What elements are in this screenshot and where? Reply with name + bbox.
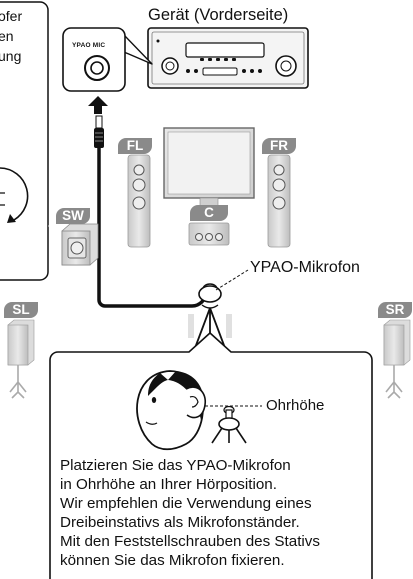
instruction-line-2: in Ohrhöhe an Ihrer Hörposition. [60, 476, 277, 493]
speaker-surround-right [383, 319, 411, 399]
cut-off-text-line-3: ung [0, 48, 22, 64]
microphone-label: YPAO-Mikrofon [250, 259, 360, 276]
badge-front-right: FR [262, 138, 296, 154]
instruction-line-4: Dreibeinstativs als Mikrofonständer. [60, 514, 300, 531]
instruction-line-1: Platzieren Sie das YPAO-Mikrofon [60, 457, 291, 474]
instruction-line-3: Wir empfehlen die Verwendung eines [60, 495, 312, 512]
badge-subwoofer: SW [56, 208, 90, 224]
speaker-front-left [127, 154, 151, 248]
speaker-front-right [267, 154, 291, 248]
speaker-center [188, 222, 230, 246]
cut-off-instruction-box [0, 1, 49, 281]
speaker-subwoofer [61, 223, 99, 266]
badge-surround-right: SR [378, 302, 412, 318]
instruction-line-6: können Sie das Mikrofon fixieren. [60, 552, 285, 569]
rotation-arrow-icon [0, 167, 29, 223]
television [163, 127, 255, 207]
instruction-line-5: Mit den Feststellschrauben des Stativs [60, 533, 320, 550]
ear-height-microphone-icon [211, 405, 247, 444]
badge-center: C [190, 205, 228, 221]
badge-surround-left: SL [4, 302, 38, 318]
port-callout-pointer [123, 34, 153, 65]
cut-off-text-line-1: ofer [0, 8, 23, 24]
instruction-box [48, 333, 373, 579]
microphone-leader-line [215, 269, 249, 291]
ear-height-label: Ohrhöhe [266, 397, 325, 414]
mic-plug [94, 115, 104, 148]
mic-port-callout [62, 27, 126, 92]
cut-off-text-line-2: en [0, 28, 14, 44]
mic-port-label: YPAO MIC [72, 42, 106, 49]
insert-arrow-icon [88, 96, 108, 114]
speaker-surround-left [7, 319, 35, 399]
badge-front-left: FL [118, 138, 152, 154]
av-receiver [147, 27, 309, 89]
device-label: Gerät (Vorderseite) [148, 6, 289, 24]
microphone-on-tripod [188, 283, 232, 357]
listener-head-illustration [136, 370, 207, 451]
